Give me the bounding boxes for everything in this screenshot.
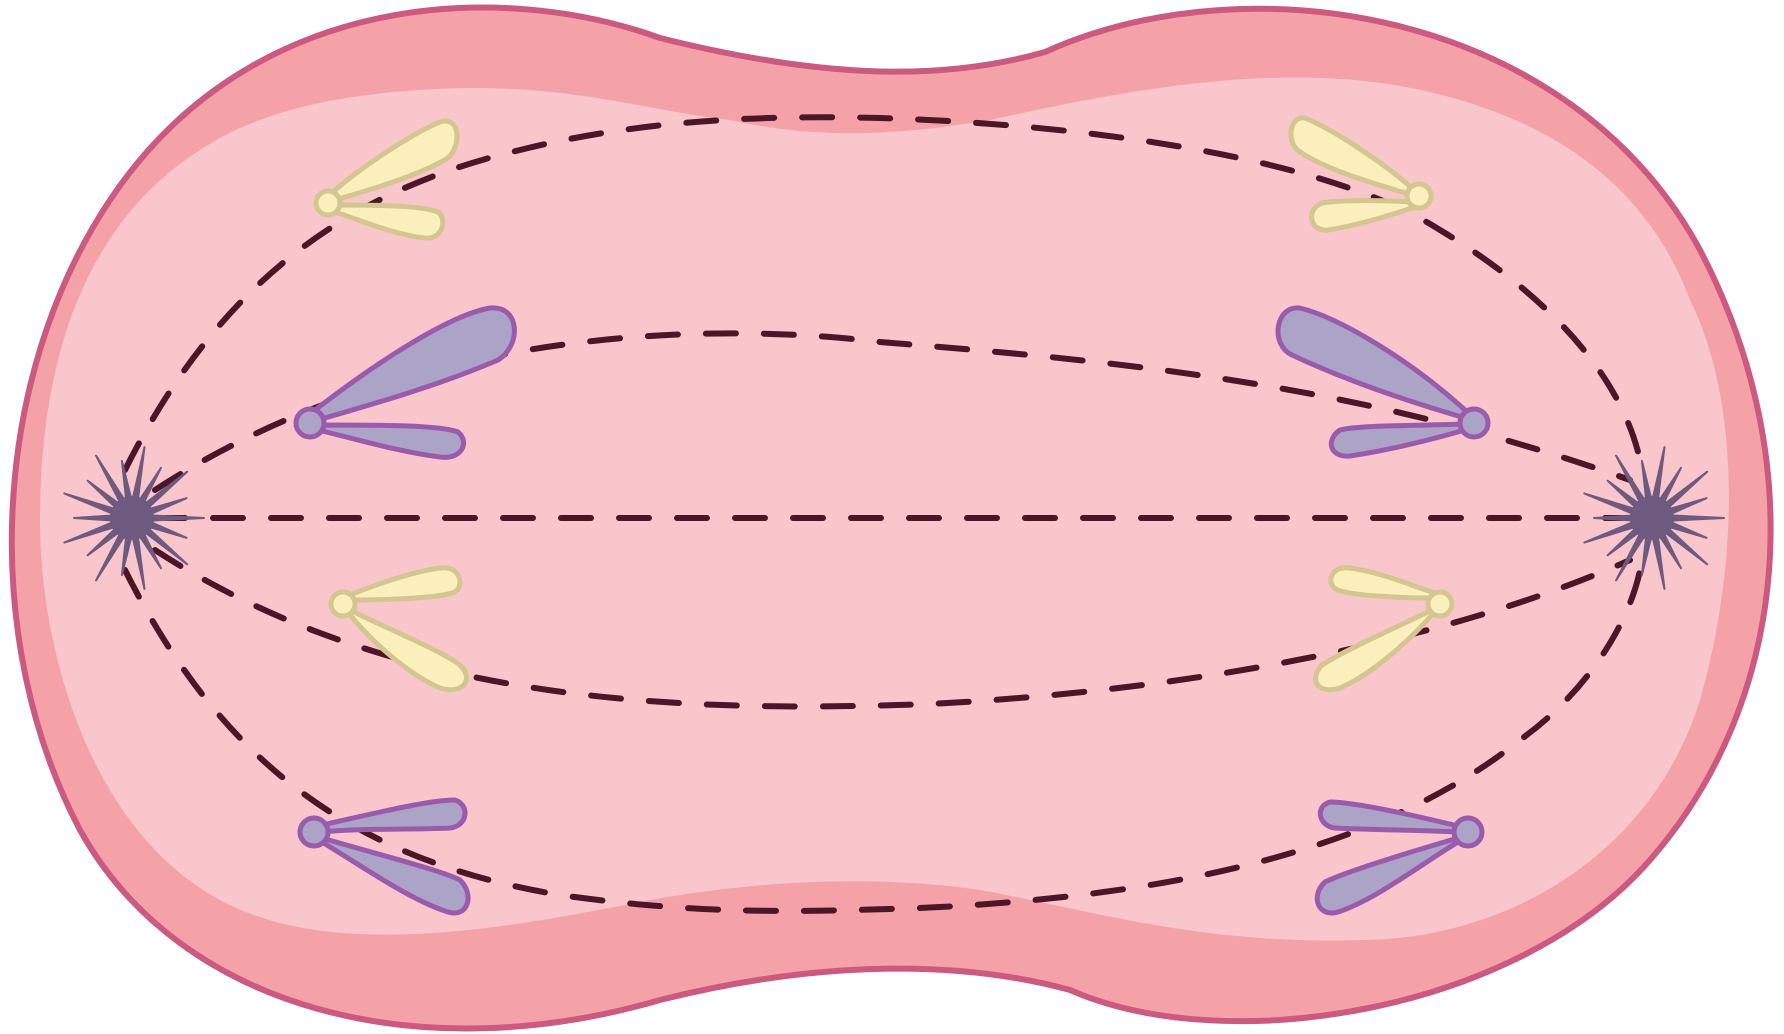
spindle-fiber-lower-outer bbox=[122, 567, 1643, 914]
chromatid-lower-right bbox=[1313, 565, 1455, 693]
centrosome-star-icon bbox=[1583, 446, 1725, 590]
chromatid-lower-left bbox=[328, 565, 469, 693]
spindle-fiber-upper-outer bbox=[122, 114, 1643, 473]
chromatid-upper-left bbox=[293, 305, 517, 460]
chromatid-top-right bbox=[1288, 115, 1434, 233]
spindle-fiber-upper-inner bbox=[152, 330, 1633, 493]
chromatid-bottom-right bbox=[1314, 799, 1485, 916]
chromatid-bottom-left bbox=[297, 797, 471, 916]
centrosome-core bbox=[110, 496, 154, 540]
centrosome-star-icon bbox=[63, 446, 205, 590]
chromatid-top-left bbox=[313, 118, 460, 241]
chromatid-upper-right bbox=[1275, 305, 1491, 459]
cytoplasm-inner-region bbox=[40, 77, 1729, 941]
chromatids-left-pole bbox=[293, 118, 517, 916]
centrosome-core bbox=[1630, 496, 1674, 540]
chromatids-right-pole bbox=[1275, 115, 1491, 916]
